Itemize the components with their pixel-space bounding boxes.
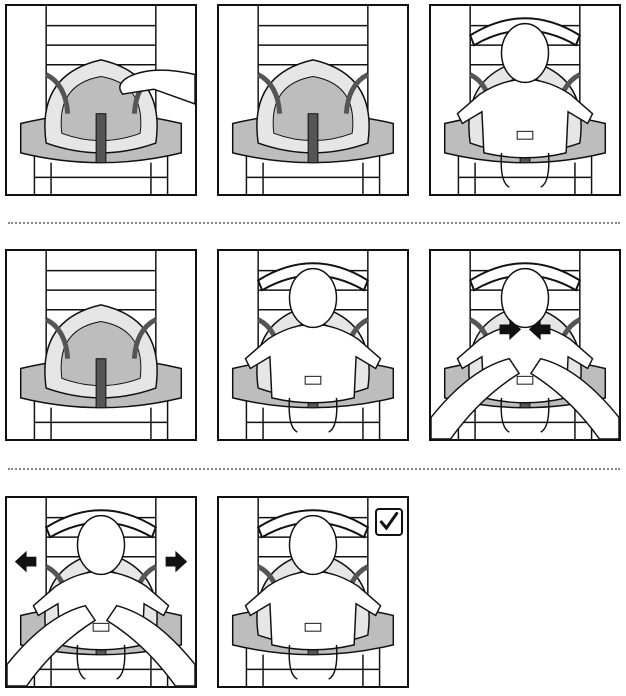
step-illustration	[231, 498, 395, 686]
step-illustration	[19, 251, 183, 439]
crotch-strap	[95, 113, 107, 164]
arrow-left-icon	[14, 550, 37, 573]
chair-legs	[33, 152, 169, 194]
chair-top-rail	[256, 262, 370, 292]
baby-legs	[288, 644, 338, 680]
panel-step-2	[217, 4, 409, 196]
left-hand	[431, 357, 521, 439]
left-hand	[7, 604, 97, 686]
baby-head	[500, 267, 550, 329]
divider-2	[8, 468, 620, 470]
right-hand	[105, 604, 195, 686]
panel-step-4	[5, 249, 197, 441]
crotch-strap	[307, 113, 319, 164]
chair-legs	[245, 152, 381, 194]
step-illustration	[231, 251, 395, 439]
chair-back	[45, 6, 157, 124]
buckle	[516, 130, 534, 140]
baby-head	[288, 267, 338, 329]
panel-step-1	[5, 4, 197, 196]
step-illustration	[443, 6, 607, 194]
chair-legs	[245, 644, 381, 686]
baby-head	[76, 514, 126, 576]
chair-top-rail	[256, 509, 370, 539]
panel-step-7	[5, 496, 197, 688]
arrow-right-icon	[499, 318, 522, 341]
baby-legs	[76, 644, 126, 680]
buckle	[304, 375, 322, 385]
chair-legs	[33, 397, 169, 439]
waist-straps	[44, 317, 158, 359]
chair-legs	[457, 152, 593, 194]
hand	[119, 69, 195, 105]
chair-back	[257, 6, 369, 124]
panel-step-5	[217, 249, 409, 441]
step-illustration	[7, 498, 195, 686]
divider-1	[8, 222, 620, 224]
right-hand	[529, 357, 619, 439]
baby-legs	[288, 397, 338, 433]
baby-legs	[500, 397, 550, 433]
buckle	[516, 375, 534, 385]
chair-legs	[245, 397, 381, 439]
chair-top-rail	[44, 509, 158, 539]
arrow-right-icon	[165, 550, 188, 573]
crotch-strap	[95, 358, 107, 409]
step-illustration	[231, 6, 395, 194]
step-illustration	[431, 251, 619, 439]
baby-head	[288, 514, 338, 576]
chair-top-rail	[468, 17, 582, 47]
checkmark-icon	[375, 508, 403, 536]
baby-legs	[500, 152, 550, 188]
panel-step-3	[429, 4, 621, 196]
buckle	[92, 622, 110, 632]
step-illustration	[19, 6, 195, 194]
arrow-left-icon	[528, 318, 551, 341]
waist-straps	[256, 72, 370, 114]
chair-top-rail	[468, 262, 582, 292]
baby-head	[500, 22, 550, 84]
chair-back	[45, 251, 157, 369]
panel-step-6	[429, 249, 621, 441]
buckle	[304, 622, 322, 632]
